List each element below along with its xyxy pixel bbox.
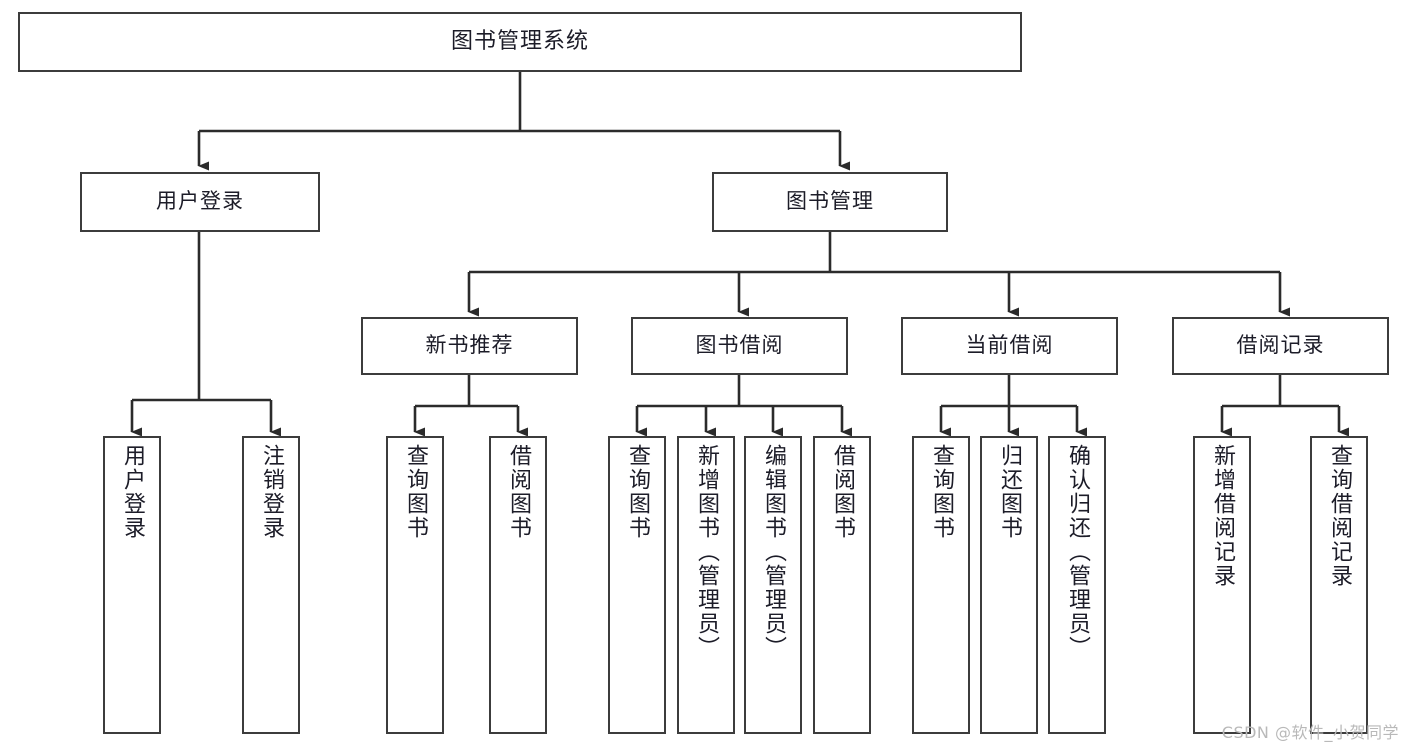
node-borrow-record[interactable]: 借阅记录 [1172,317,1389,375]
node-user-login[interactable]: 用户登录 [80,172,320,232]
node-book-manage-label: 图书管理 [786,189,874,214]
node-root[interactable]: 图书管理系统 [18,12,1022,72]
node-leaf-query-book-1-label: 查询图书 [402,444,428,540]
node-leaf-query-record[interactable]: 查询借阅记录 [1310,436,1368,734]
node-root-label: 图书管理系统 [450,28,589,54]
node-book-manage[interactable]: 图书管理 [712,172,948,232]
node-book-borrow[interactable]: 图书借阅 [631,317,848,375]
node-current-borrow[interactable]: 当前借阅 [901,317,1118,375]
node-new-book-rec[interactable]: 新书推荐 [361,317,578,375]
node-leaf-borrow-book-1[interactable]: 借阅图书 [489,436,547,734]
node-leaf-return-book-label: 归还图书 [996,444,1022,540]
node-leaf-edit-book[interactable]: 编辑图书（管理员） [744,436,802,734]
node-leaf-query-book-3[interactable]: 查询图书 [912,436,970,734]
node-borrow-record-label: 借阅记录 [1236,333,1325,358]
node-leaf-query-record-label: 查询借阅记录 [1326,444,1352,588]
node-leaf-edit-book-label: 编辑图书（管理员） [760,444,786,660]
node-leaf-add-record[interactable]: 新增借阅记录 [1193,436,1251,734]
node-leaf-return-book[interactable]: 归还图书 [980,436,1038,734]
node-user-login-label: 用户登录 [156,189,244,214]
node-leaf-logout-label: 注销登录 [258,444,284,540]
node-leaf-add-book[interactable]: 新增图书（管理员） [677,436,735,734]
node-leaf-borrow-book-1-label: 借阅图书 [505,444,531,540]
node-leaf-user-login-label: 用户登录 [119,444,145,540]
node-leaf-user-login[interactable]: 用户登录 [103,436,161,734]
node-leaf-confirm-return-label: 确认归还（管理员） [1064,444,1090,660]
node-leaf-add-book-label: 新增图书（管理员） [693,444,719,660]
node-leaf-add-record-label: 新增借阅记录 [1209,444,1235,588]
node-leaf-query-book-1[interactable]: 查询图书 [386,436,444,734]
node-current-borrow-label: 当前借阅 [965,333,1054,358]
node-leaf-logout[interactable]: 注销登录 [242,436,300,734]
csdn-watermark: CSDN @软件_小贺同学 [1221,723,1399,742]
node-leaf-query-book-3-label: 查询图书 [928,444,954,540]
node-leaf-borrow-book-2-label: 借阅图书 [829,444,855,540]
node-new-book-rec-label: 新书推荐 [425,333,514,358]
node-leaf-borrow-book-2[interactable]: 借阅图书 [813,436,871,734]
node-leaf-confirm-return[interactable]: 确认归还（管理员） [1048,436,1106,734]
node-book-borrow-label: 图书借阅 [695,333,784,358]
node-leaf-query-book-2[interactable]: 查询图书 [608,436,666,734]
node-leaf-query-book-2-label: 查询图书 [624,444,650,540]
